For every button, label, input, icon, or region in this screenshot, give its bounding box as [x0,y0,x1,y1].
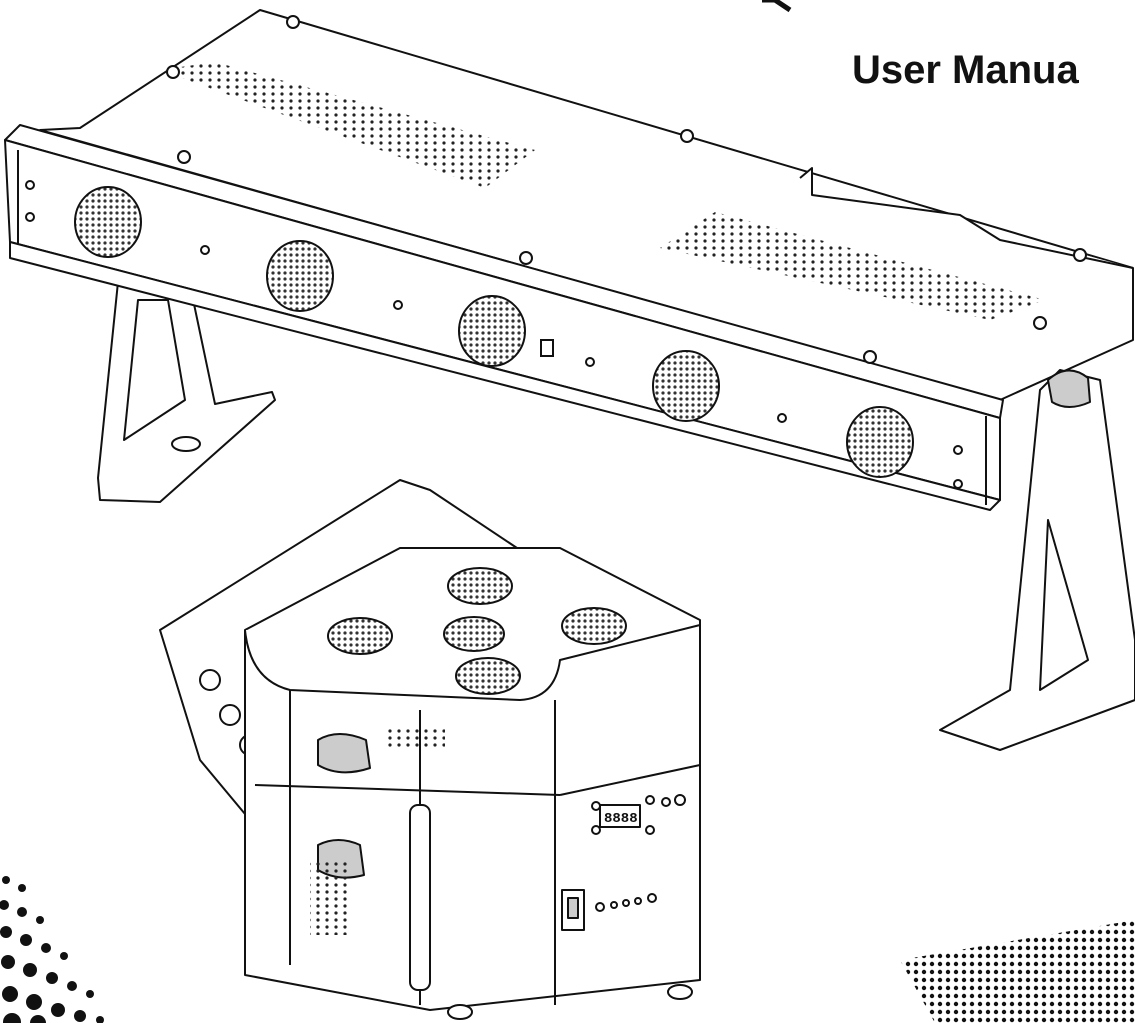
par-side-vents [310,728,445,935]
halftone-corner-left [0,876,104,1023]
par-led-lenses [327,567,627,695]
bar-ir-sensor [540,339,554,357]
par-display-readout: 8888 [604,811,638,827]
corner-mark [762,0,792,13]
bar-top-vents [160,62,1045,320]
bar-screws [25,15,1087,489]
bar-led-lenses [74,186,914,478]
page-title: User Manua [852,48,1079,92]
halftone-corner-right [900,920,1135,1023]
par-control-buttons [591,794,686,912]
